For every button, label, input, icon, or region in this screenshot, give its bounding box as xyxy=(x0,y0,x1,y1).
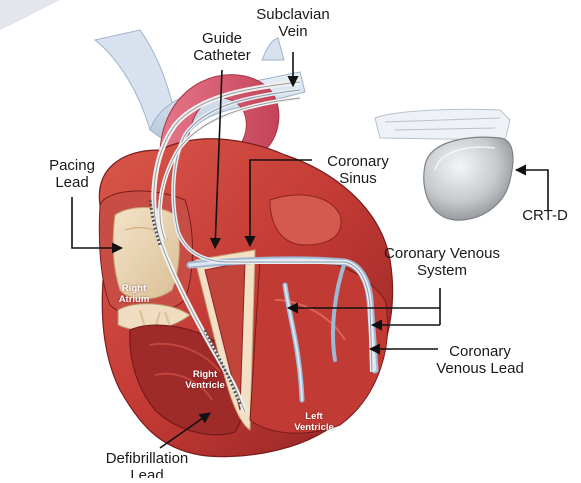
label-guide-catheter: Guide Catheter xyxy=(182,30,262,64)
label-coronary-sinus: Coronary Sinus xyxy=(318,153,398,187)
region-left-ventricle-line1: Left xyxy=(305,411,323,422)
septum-cut xyxy=(194,249,256,431)
label-guide-catheter-line1: Guide xyxy=(201,30,243,47)
label-subclavian-vein-line2: Vein xyxy=(278,23,308,40)
label-subclavian-vein: Subclavian Vein xyxy=(253,6,333,40)
label-pacing-lead: Pacing Lead xyxy=(36,157,108,191)
label-guide-catheter-line2: Catheter xyxy=(193,47,251,64)
device-leads xyxy=(148,79,374,413)
region-right-ventricle-line1: Right xyxy=(192,369,218,380)
label-defibrillation-lead-line2: Lead xyxy=(130,467,164,478)
label-crt-d-text: CRT-D xyxy=(522,207,568,224)
region-right-atrium-line2: Atrium xyxy=(118,294,150,305)
background-swoosh xyxy=(0,0,60,30)
region-right-ventricle-line2: Ventricle xyxy=(185,380,225,391)
label-coronary-venous-system-line2: System xyxy=(416,262,467,279)
arrow-defibrillation-lead xyxy=(159,412,211,449)
region-right-ventricle: Right Ventricle xyxy=(177,369,233,391)
arrow-pacing-lead xyxy=(71,197,124,254)
label-coronary-venous-lead: Coronary Venous Lead xyxy=(420,343,540,377)
region-right-atrium-line1: Right xyxy=(121,283,147,294)
label-pacing-lead-line2: Lead xyxy=(55,174,89,191)
region-left-ventricle: Left Ventricle xyxy=(284,411,344,433)
arrow-crt-d xyxy=(514,164,549,210)
arrow-coronary-sinus xyxy=(244,159,312,248)
label-pacing-lead-line1: Pacing xyxy=(49,157,95,174)
label-crt-d: CRT-D xyxy=(512,207,578,224)
label-coronary-venous-system: Coronary Venous System xyxy=(372,245,512,279)
label-defibrillation-lead-line1: Defibrillation xyxy=(105,450,189,467)
label-subclavian-vein-line1: Subclavian xyxy=(256,6,330,23)
callout-arrows xyxy=(71,52,549,449)
arrow-guide-catheter xyxy=(209,69,223,250)
region-right-atrium: Right Atrium xyxy=(106,283,162,305)
label-defibrillation-lead: Defibrillation Lead xyxy=(92,450,202,478)
region-left-ventricle-line2: Ventricle xyxy=(294,422,334,433)
label-coronary-venous-lead-line2: Venous Lead xyxy=(436,360,524,377)
label-coronary-sinus-line1: Coronary xyxy=(327,153,389,170)
label-coronary-venous-lead-line1: Coronary xyxy=(449,343,511,360)
crt-d-device xyxy=(374,108,514,221)
label-coronary-venous-system-line1: Coronary Venous xyxy=(384,245,500,262)
label-coronary-sinus-line2: Sinus xyxy=(339,170,377,187)
